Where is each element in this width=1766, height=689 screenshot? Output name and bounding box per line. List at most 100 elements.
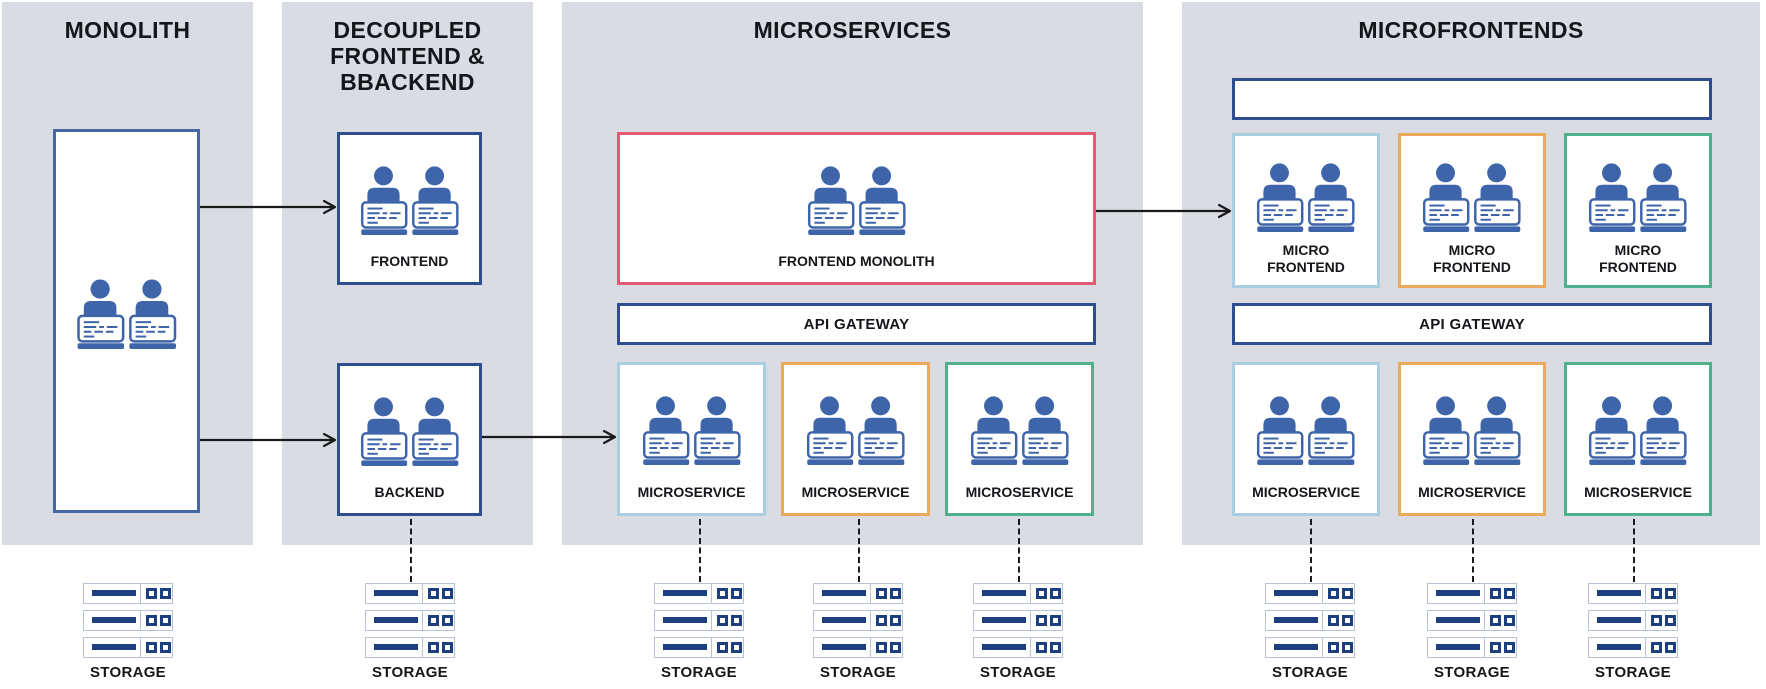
- drive-led-icon: [731, 641, 742, 653]
- server-divider: [1484, 638, 1485, 657]
- frontend-box-label: FRONTEND: [370, 253, 449, 270]
- drive-led-icon: [1504, 614, 1515, 626]
- drive-led-icon: [731, 587, 742, 599]
- server-bar: [374, 590, 418, 596]
- storage-icon: [973, 583, 1063, 664]
- server-row: [83, 637, 173, 658]
- team-icon: [360, 396, 459, 467]
- server-bar: [1436, 617, 1480, 623]
- server-divider: [1484, 584, 1485, 603]
- server-bar: [92, 590, 136, 596]
- drive-led-icon: [890, 587, 901, 599]
- server-bar: [663, 590, 707, 596]
- api-gateway-microservices: API GATEWAY: [617, 303, 1096, 345]
- drive-led-icon: [428, 614, 439, 626]
- storage-icon: [1427, 583, 1517, 664]
- server-row: [973, 610, 1063, 631]
- server-divider: [1645, 611, 1646, 630]
- server-divider: [711, 638, 712, 657]
- server-bar: [1436, 590, 1480, 596]
- drive-led-icon: [1665, 614, 1676, 626]
- drive-led-icon: [442, 614, 453, 626]
- storage-icon: [365, 583, 455, 664]
- drive-led-icon: [160, 614, 171, 626]
- drive-led-icon: [146, 614, 157, 626]
- server-bar: [982, 617, 1026, 623]
- server-divider: [1322, 638, 1323, 657]
- server-row: [813, 610, 903, 631]
- micro-frontend-box-1: MICRO FRONTEND: [1232, 133, 1380, 288]
- server-bar: [92, 644, 136, 650]
- drive-led-icon: [1490, 614, 1501, 626]
- mf-microservice-box-3: MICROSERVICE: [1564, 362, 1712, 516]
- team-icon: [1589, 395, 1688, 466]
- server-divider: [1645, 584, 1646, 603]
- server-divider: [140, 611, 141, 630]
- drive-led-icon: [1665, 587, 1676, 599]
- server-row: [365, 637, 455, 658]
- server-divider: [870, 611, 871, 630]
- mf-microservice-box-1: MICROSERVICE: [1232, 362, 1380, 516]
- server-bar: [1274, 590, 1318, 596]
- monolith-box: [53, 129, 200, 513]
- drive-led-icon: [160, 641, 171, 653]
- dashed-connector: [410, 519, 412, 582]
- storage-label: STORAGE: [819, 664, 896, 681]
- server-row: [813, 637, 903, 658]
- drive-led-icon: [731, 614, 742, 626]
- server-bar: [374, 644, 418, 650]
- server-divider: [1030, 638, 1031, 657]
- server-row: [654, 637, 744, 658]
- drive-led-icon: [876, 614, 887, 626]
- api-gateway-label: API GATEWAY: [1419, 315, 1525, 333]
- drive-led-icon: [1504, 641, 1515, 653]
- storage-label: STORAGE: [1271, 664, 1348, 681]
- microservice-box-1: MICROSERVICE: [617, 362, 766, 516]
- drive-led-icon: [1036, 614, 1047, 626]
- server-bar: [663, 617, 707, 623]
- drive-led-icon: [890, 641, 901, 653]
- server-row: [83, 610, 173, 631]
- backend-box: BACKEND: [337, 363, 482, 516]
- panel-title-microservices: MICROSERVICES: [753, 17, 952, 43]
- server-bar: [1274, 617, 1318, 623]
- storage-label: STORAGE: [1433, 664, 1510, 681]
- server-bar: [822, 590, 866, 596]
- storage-label: STORAGE: [660, 664, 737, 681]
- drive-led-icon: [717, 587, 728, 599]
- team-icon: [77, 278, 177, 350]
- server-divider: [140, 638, 141, 657]
- storage-icon: [83, 583, 173, 664]
- frontend-monolith-box: FRONTEND MONOLITH: [617, 132, 1096, 285]
- server-divider: [870, 638, 871, 657]
- drive-led-icon: [1490, 587, 1501, 599]
- server-row: [654, 610, 744, 631]
- api-gateway-label: API GATEWAY: [803, 315, 910, 333]
- drive-led-icon: [890, 614, 901, 626]
- team-icon: [970, 395, 1069, 466]
- server-bar: [92, 617, 136, 623]
- server-row: [365, 583, 455, 604]
- drive-led-icon: [1050, 641, 1061, 653]
- backend-box-label: BACKEND: [374, 484, 445, 501]
- storage-icon: [813, 583, 903, 664]
- team-icon: [806, 395, 905, 466]
- drive-led-icon: [428, 587, 439, 599]
- server-bar: [663, 644, 707, 650]
- server-row: [1265, 583, 1355, 604]
- microservice-label: MICROSERVICE: [1584, 484, 1692, 501]
- microservice-box-3: MICROSERVICE: [945, 362, 1094, 516]
- team-icon: [1257, 395, 1356, 466]
- drive-led-icon: [1651, 587, 1662, 599]
- server-divider: [711, 611, 712, 630]
- server-row: [1588, 637, 1678, 658]
- drive-led-icon: [1036, 641, 1047, 653]
- dashed-connector: [1310, 519, 1312, 582]
- team-icon: [360, 165, 459, 236]
- server-row: [83, 583, 173, 604]
- storage-label: STORAGE: [1594, 664, 1671, 681]
- mf-microservice-box-2: MICROSERVICE: [1398, 362, 1546, 516]
- micro-frontend-box-2: MICRO FRONTEND: [1398, 133, 1546, 288]
- server-bar: [374, 617, 418, 623]
- panel-title-decoupled: DECOUPLED FRONTEND & BBACKEND: [330, 17, 485, 95]
